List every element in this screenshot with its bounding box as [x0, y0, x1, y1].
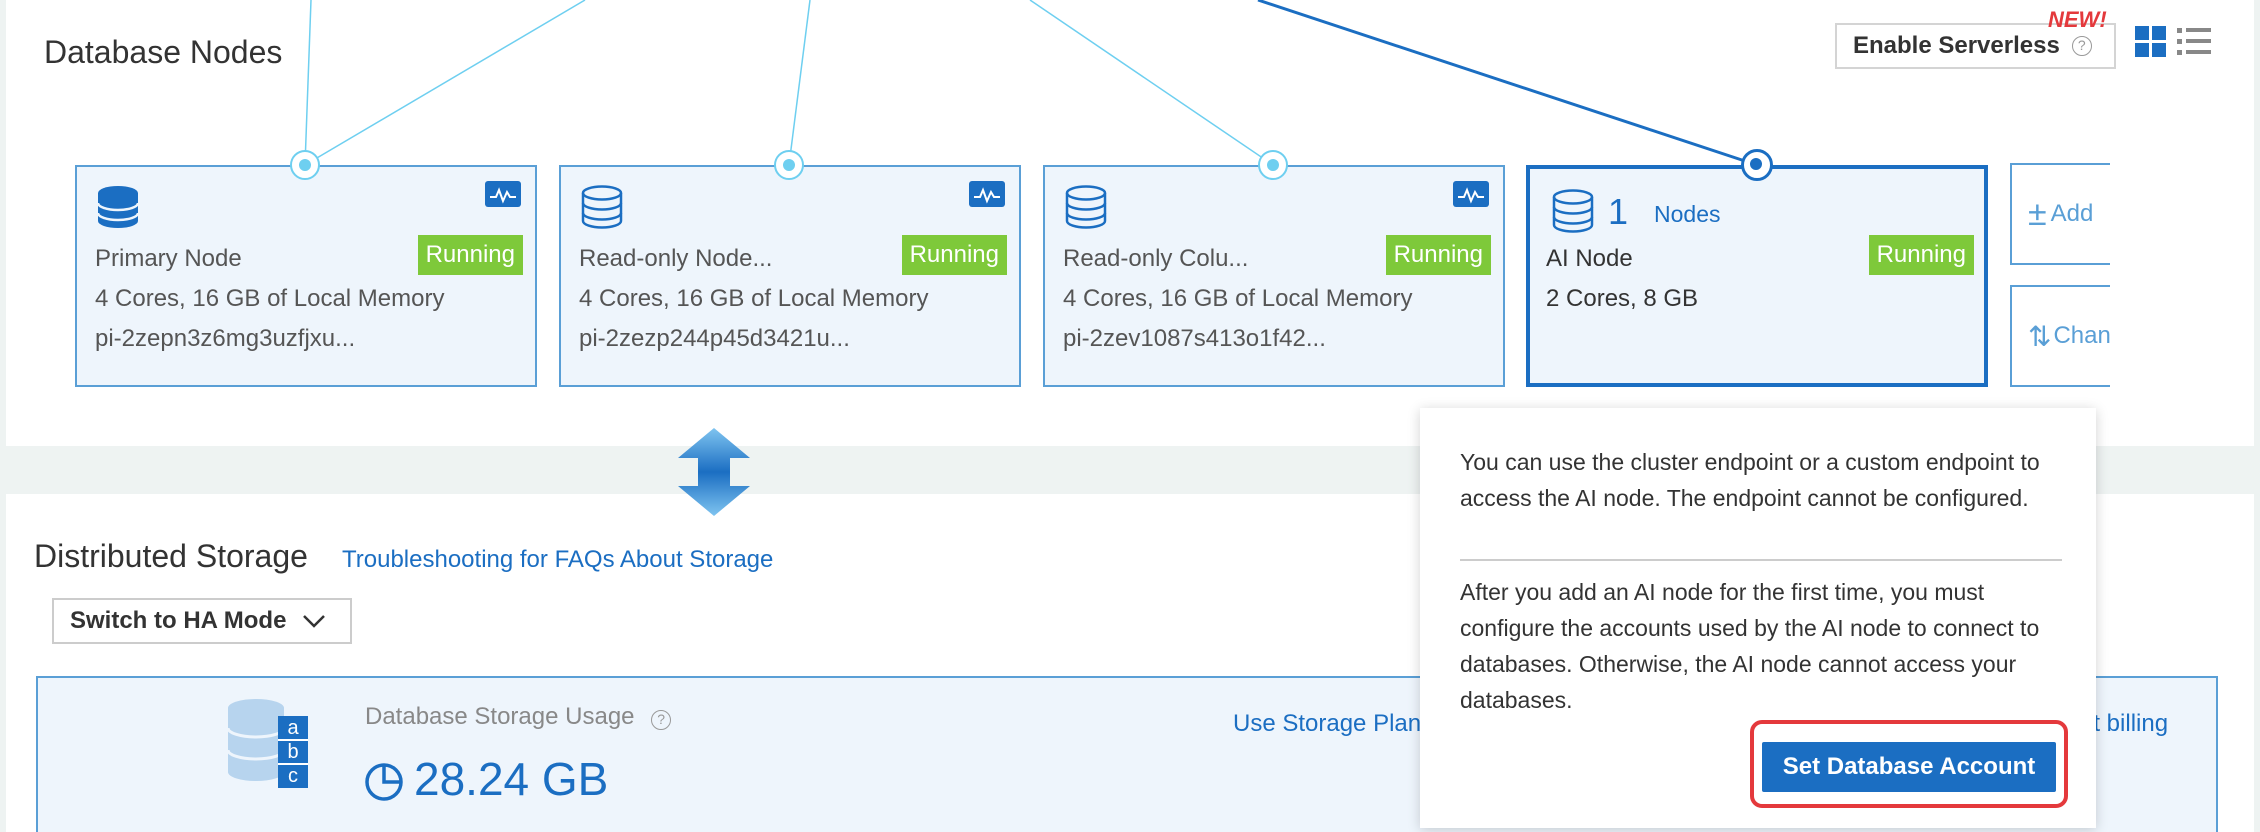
- storage-abc-icon: [226, 699, 308, 788]
- storage-usage-value: 28.24 GB: [414, 753, 609, 805]
- node-spec: 4 Cores, 16 GB of Local Memory: [579, 285, 929, 312]
- abc-letter: b: [287, 741, 299, 763]
- sync-arrow-icon: [678, 428, 750, 516]
- popover-account-text: After you add an AI node for the first t…: [1460, 579, 2040, 713]
- pie-chart-icon: [365, 763, 403, 801]
- node-name: AI Node: [1546, 245, 1633, 272]
- switch-ha-mode-label: Switch to HA Mode: [70, 607, 287, 634]
- storage-title: Distributed Storage: [34, 538, 308, 574]
- popover-divider: [1460, 559, 2062, 561]
- status-badge: Running: [417, 235, 523, 275]
- plus-minus-icon: ±: [2028, 194, 2047, 233]
- add-node-label: Add: [2050, 200, 2094, 227]
- node-card-read-only-column[interactable]: Running Read-only Colu... 4 Cores, 16 GB…: [1043, 165, 1505, 387]
- add-node-button[interactable]: ± Add: [2010, 163, 2110, 265]
- node-name: Primary Node: [95, 245, 242, 272]
- node-card-ai[interactable]: 1 Nodes Running AI Node 2 Cores, 8 GB: [1526, 165, 1988, 387]
- node-id: pi-2zezp244p45d3421u...: [579, 325, 850, 352]
- monitor-icon[interactable]: [969, 181, 1005, 207]
- page-title: Database Nodes: [44, 34, 283, 70]
- enable-serverless-button[interactable]: Enable Serverless ?: [1835, 23, 2116, 69]
- database-icon: [581, 185, 623, 229]
- node-spec: 2 Cores, 8 GB: [1546, 285, 1699, 312]
- enable-serverless-label: Enable Serverless: [1853, 32, 2060, 59]
- monitor-icon[interactable]: [485, 181, 521, 207]
- change-button[interactable]: ⇅ Chang: [2010, 285, 2110, 387]
- connector-dot: [774, 150, 804, 180]
- help-icon[interactable]: ?: [651, 710, 672, 730]
- highlight-outline: [1750, 720, 2068, 808]
- node-id: pi-2zev1087s413o1f42...: [1063, 325, 1326, 352]
- database-icon: [1065, 185, 1107, 229]
- node-name: Read-only Colu...: [1063, 245, 1249, 272]
- status-badge: Running: [1868, 235, 1974, 275]
- popover-endpoint-text: You can use the cluster endpoint or a cu…: [1460, 449, 2040, 511]
- storage-usage-label: Database Storage Usage ?: [365, 703, 672, 731]
- change-label: Chang: [2053, 322, 2110, 349]
- storage-abc-letters: a b c: [278, 716, 308, 788]
- connector-dot: [290, 150, 320, 180]
- abc-letter: c: [288, 765, 298, 787]
- switch-ha-mode-dropdown[interactable]: Switch to HA Mode: [52, 598, 352, 644]
- status-badge: Running: [1385, 235, 1491, 275]
- list-view-icon[interactable]: [2177, 26, 2211, 58]
- node-spec: 4 Cores, 16 GB of Local Memory: [95, 285, 445, 312]
- node-id: pi-2zepn3z6mg3uzfjxu...: [95, 325, 356, 352]
- abc-letter: a: [287, 717, 299, 739]
- ai-node-count: 1: [1608, 191, 1629, 232]
- monitor-icon[interactable]: [1453, 181, 1489, 207]
- node-name: Read-only Node...: [579, 245, 773, 272]
- connector-dot-active: [1741, 149, 1773, 181]
- node-spec: 4 Cores, 16 GB of Local Memory: [1063, 285, 1413, 312]
- storage-usage-label-text: Database Storage Usage: [365, 703, 635, 730]
- connector-dot: [1258, 150, 1288, 180]
- help-icon[interactable]: ?: [2071, 36, 2092, 56]
- grid-view-icon[interactable]: [2135, 26, 2167, 58]
- storage-plan-link[interactable]: Use Storage Plan: [1233, 710, 1422, 737]
- database-icon: [97, 186, 139, 228]
- topology-lines: [304, 0, 1758, 167]
- node-card-primary[interactable]: Running Primary Node 4 Cores, 16 GB of L…: [75, 165, 537, 387]
- new-badge: NEW!: [2048, 7, 2107, 32]
- storage-faq-link[interactable]: Troubleshooting for FAQs About Storage: [342, 546, 774, 573]
- status-badge: Running: [901, 235, 1007, 275]
- database-icon: [1552, 189, 1594, 233]
- node-card-read-only[interactable]: Running Read-only Node... 4 Cores, 16 GB…: [559, 165, 1021, 387]
- chevron-down-icon: [303, 615, 326, 628]
- set-database-account-button[interactable]: Set Database Account: [1762, 742, 2056, 792]
- nodes-link[interactable]: Nodes: [1654, 201, 1721, 227]
- swap-icon: ⇅: [2028, 320, 2052, 352]
